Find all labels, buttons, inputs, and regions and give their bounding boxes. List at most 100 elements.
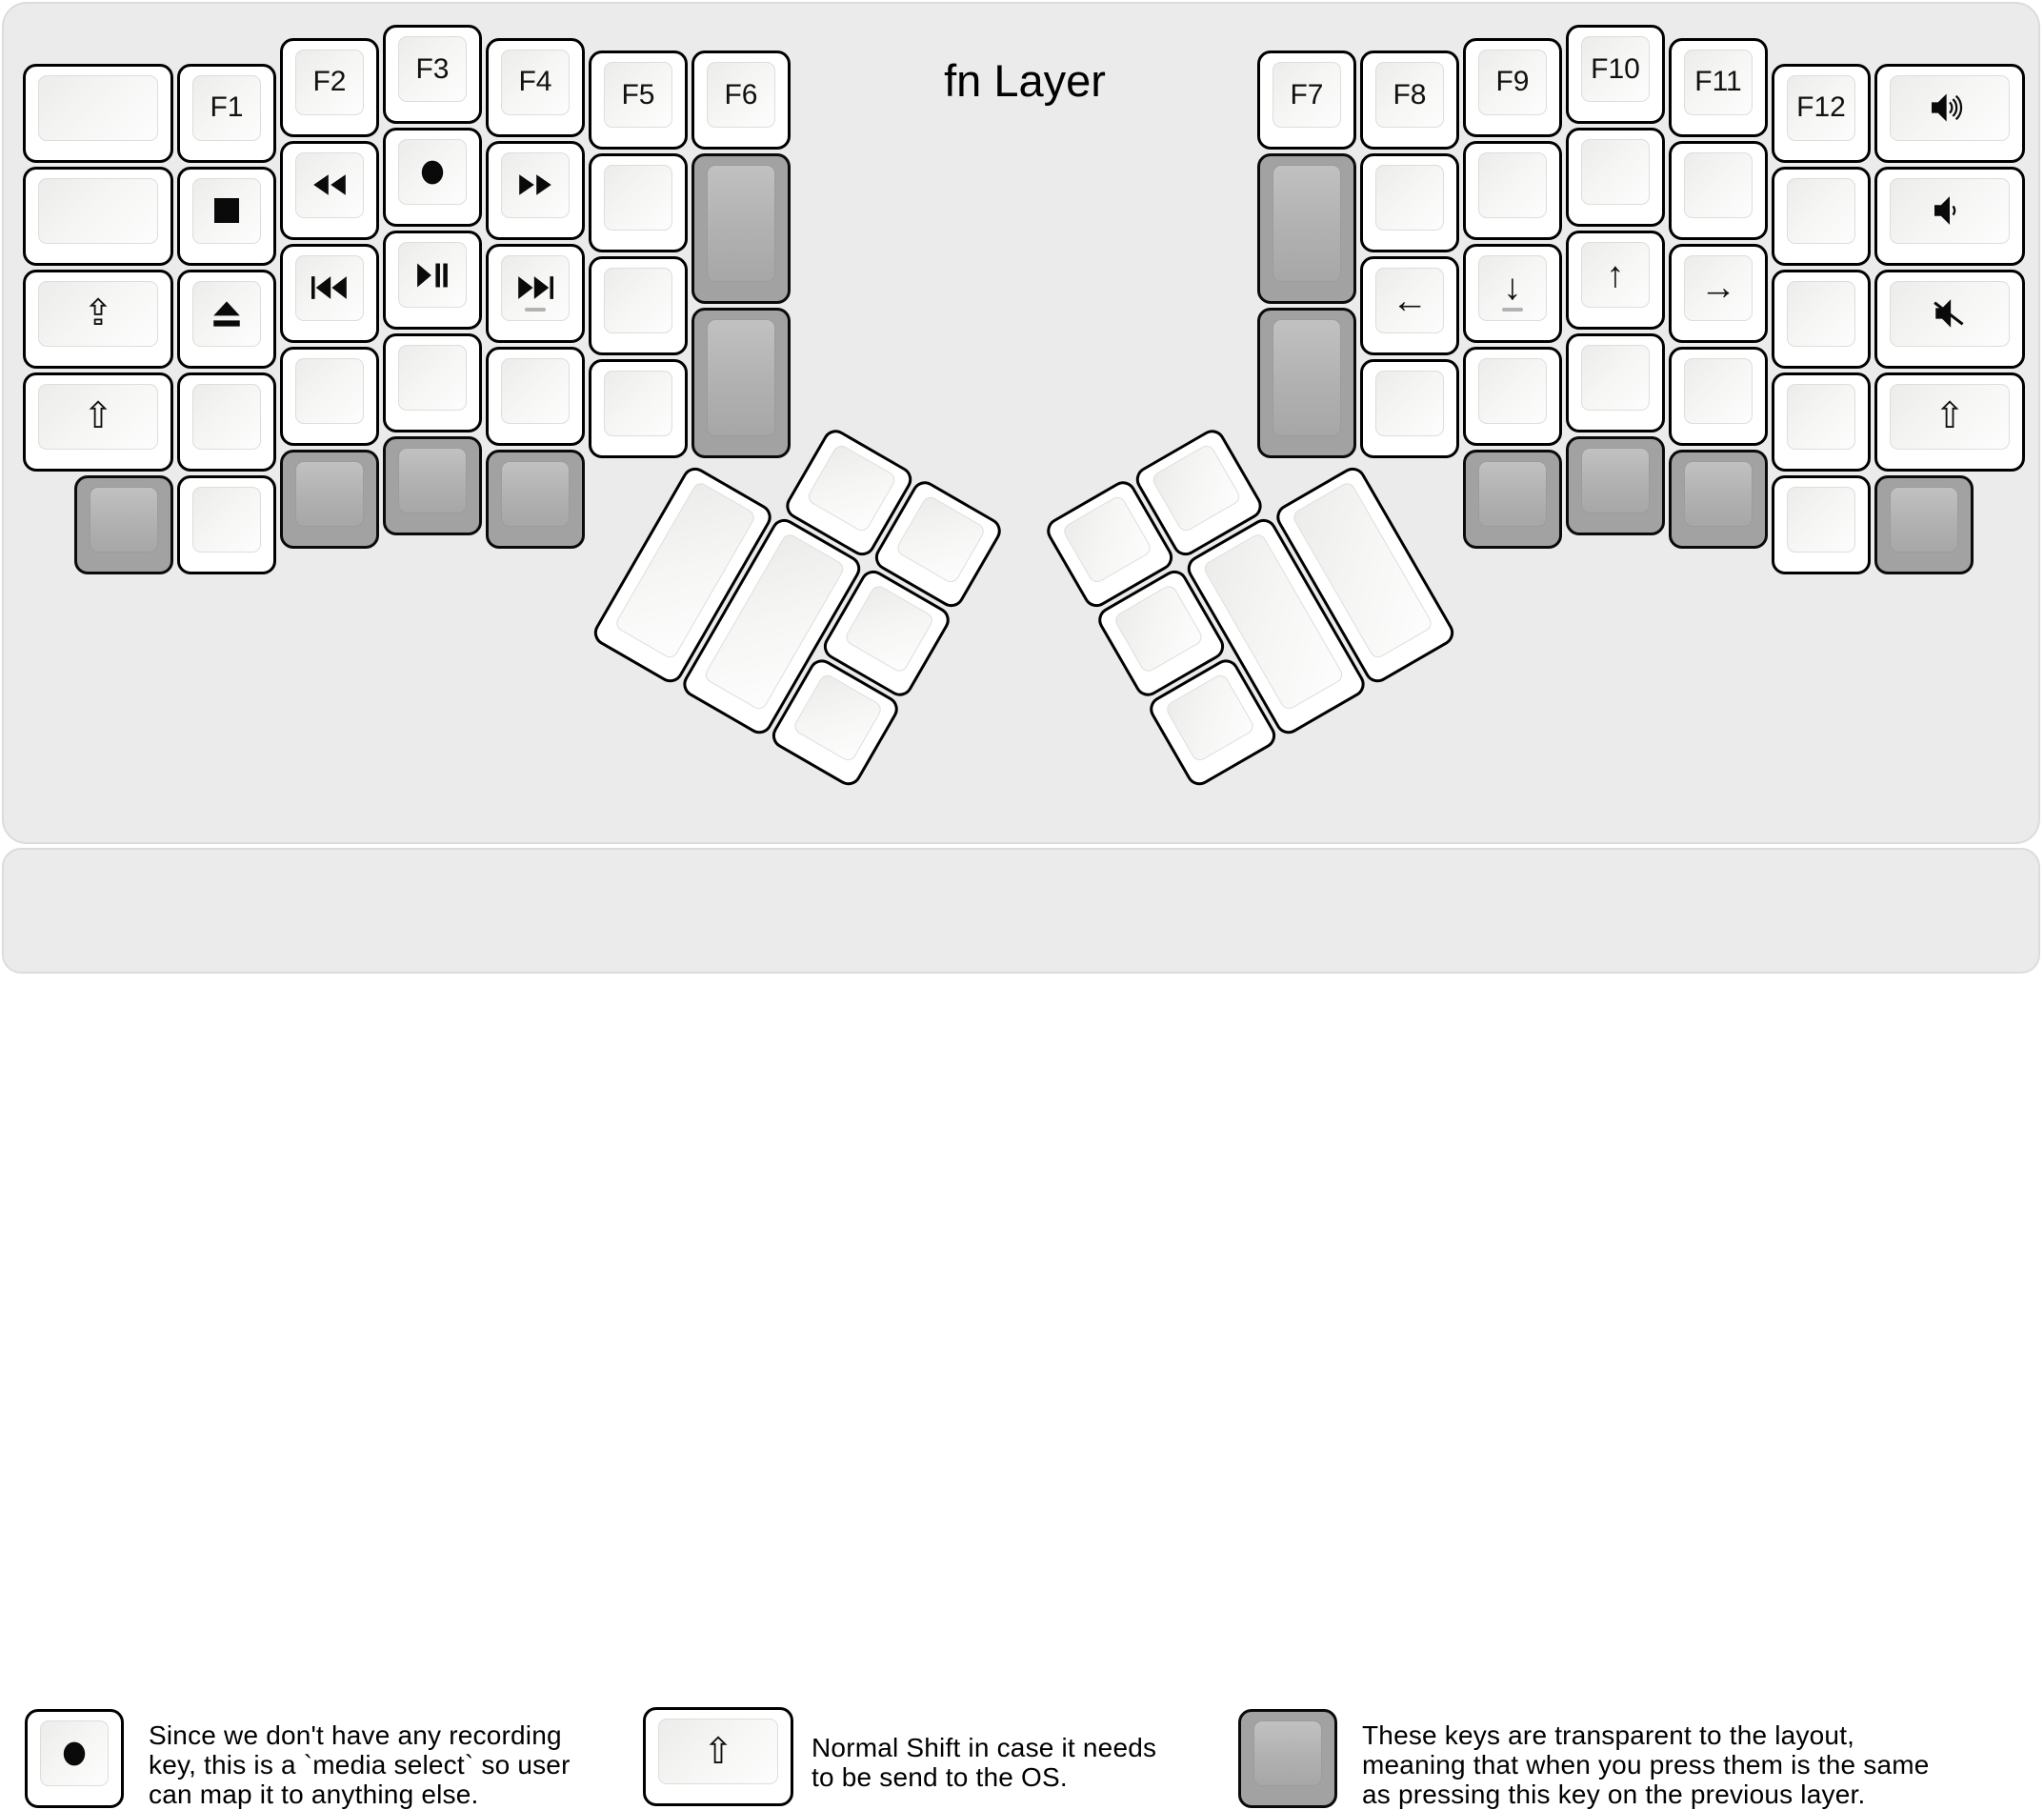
key-stop[interactable] [175,165,278,268]
key-transparent[interactable] [278,448,381,551]
key-arrow-left[interactable]: ← [1358,254,1461,357]
keycap-top [398,139,467,205]
key-blank[interactable] [175,371,278,473]
keycap-top: F2 [295,49,364,115]
keycap-base: F10 [1566,25,1665,124]
keycap-top [501,151,570,218]
key-blank[interactable] [278,345,381,448]
key-volume-down[interactable] [1873,165,2027,268]
key-blank[interactable] [175,473,278,576]
key-blank[interactable] [1358,151,1461,254]
key-blank[interactable] [1667,345,1770,448]
keycap-top [1684,357,1753,424]
key-transparent[interactable] [484,448,587,551]
key-blank[interactable] [587,254,690,357]
key-transparent[interactable] [1873,473,1975,576]
key-blank[interactable] [1770,165,1873,268]
key-transparent[interactable] [690,306,792,460]
keycap-top [192,383,261,450]
volume-down-icon [1934,196,1965,225]
key-prev-track[interactable] [278,242,381,345]
key-f5[interactable]: F5 [587,49,690,151]
key-shift[interactable]: ⇧ [21,371,175,473]
keycap-top: ⇧ [1890,383,2010,450]
key-f2[interactable]: F2 [278,36,381,139]
key-f11[interactable]: F11 [1667,36,1770,139]
key-f3[interactable]: F3 [381,23,484,126]
key-play-pause[interactable] [381,229,484,332]
key-blank[interactable] [1770,473,1873,576]
keycap-top [792,672,885,764]
key-arrow-right[interactable]: → [1667,242,1770,345]
key-next-track[interactable] [484,242,587,345]
keycap-base: F3 [383,25,482,124]
key-label: ⇧ [83,396,113,436]
key-blank[interactable] [1667,139,1770,242]
keycap-top [501,460,570,527]
key-f12[interactable]: F12 [1770,62,1873,165]
key-rewind[interactable] [278,139,381,242]
key-blank[interactable] [1461,139,1564,242]
key-transparent[interactable] [1564,434,1667,537]
keycap-base [23,63,173,163]
key-transparent[interactable] [1255,151,1358,306]
key-transparent[interactable] [1461,448,1564,551]
key-transparent[interactable] [1667,448,1770,551]
keycap-base [1463,140,1562,240]
key-f10[interactable]: F10 [1564,23,1667,126]
keycap-base [1669,140,1768,240]
keycap-base: ↓ [1463,243,1562,343]
keycap-top: F1 [192,74,261,141]
key-blank[interactable] [381,332,484,434]
key-transparent[interactable] [381,434,484,537]
key-arrow-down[interactable]: ↓ [1461,242,1564,345]
key-blank[interactable] [1564,126,1667,229]
key-blank[interactable] [1564,332,1667,434]
key-volume-up[interactable] [1873,62,2027,165]
key-caps-lock[interactable]: ⇪ [21,268,175,371]
key-blank[interactable] [1358,357,1461,460]
key-shift[interactable]: ⇧ [1873,371,2027,473]
key-blank[interactable] [1770,268,1873,371]
rewind-icon [312,173,347,196]
key-f9[interactable]: F9 [1461,36,1564,139]
keycap-base [280,140,379,240]
keycap-base: F5 [589,50,688,150]
keycap-base [23,166,173,266]
keycap-top: F8 [1375,62,1444,128]
keycap-base [1874,269,2025,369]
key-blank[interactable] [587,151,690,254]
play-pause-icon [416,263,449,288]
keycap-base [1874,63,2025,163]
keycap-top [1253,1720,1322,1786]
keycap-base [383,128,482,227]
keycap-base [1772,372,1871,472]
keycap-top [192,486,261,553]
key-f7[interactable]: F7 [1255,49,1358,151]
key-fast-forward[interactable] [484,139,587,242]
keycap-top [501,254,570,321]
keycap-top [805,442,898,534]
key-f4[interactable]: F4 [484,36,587,139]
keycap-base [486,346,585,446]
key-mute[interactable] [1873,268,2027,371]
key-f8[interactable]: F8 [1358,49,1461,151]
keycap-top [295,151,364,218]
key-blank[interactable] [484,345,587,448]
key-transparent[interactable] [690,151,792,306]
key-f1[interactable]: F1 [175,62,278,165]
key-blank[interactable] [21,165,175,268]
keycap-base [486,140,585,240]
key-blank[interactable] [21,62,175,165]
key-blank[interactable] [1770,371,1873,473]
key-transparent[interactable] [1255,306,1358,460]
key-eject[interactable] [175,268,278,371]
key-f6[interactable]: F6 [690,49,792,151]
keycap-top [38,177,158,244]
key-blank[interactable] [587,357,690,460]
key-blank[interactable] [1461,345,1564,448]
key-transparent[interactable] [72,473,175,576]
key-arrow-up[interactable]: ↑ [1564,229,1667,332]
keycap-top [1478,357,1547,424]
key-media-select[interactable] [381,126,484,229]
